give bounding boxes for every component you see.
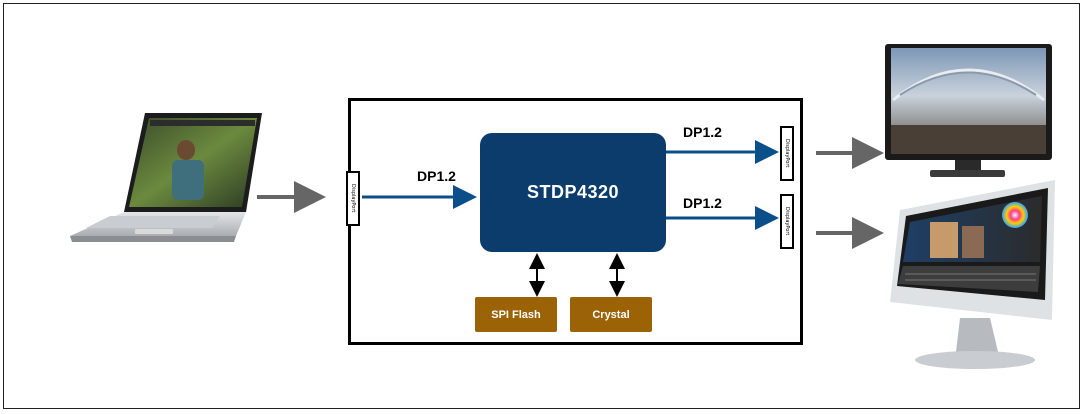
dp-input-label: DP1.2 <box>417 168 456 184</box>
crystal-block: Crystal <box>570 297 652 332</box>
dp-output2-connector: DisplayPort <box>780 194 794 249</box>
dp-input-connector: DisplayPort <box>346 171 360 226</box>
dp-output2-label: DP1.2 <box>683 195 722 211</box>
crystal-label: Crystal <box>592 308 630 321</box>
dp-output1-connector: DisplayPort <box>780 126 794 181</box>
spi-flash-block: SPI Flash <box>475 297 557 332</box>
dp-output1-label: DP1.2 <box>683 124 722 140</box>
stdp4320-chip: STDP4320 <box>480 133 666 252</box>
spi-flash-label: SPI Flash <box>491 308 541 321</box>
chip-label: STDP4320 <box>526 182 620 202</box>
